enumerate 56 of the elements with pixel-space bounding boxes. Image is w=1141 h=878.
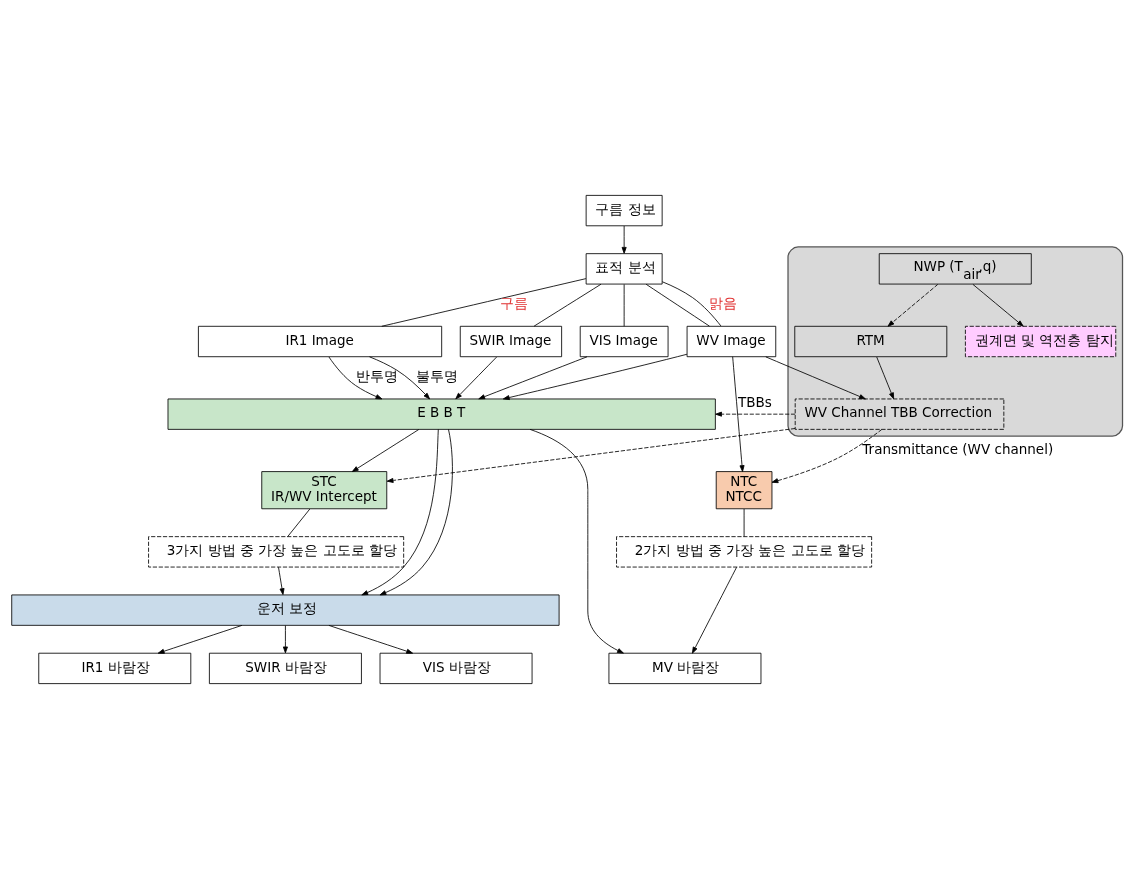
arrow (278, 566, 285, 595)
arrow (386, 427, 796, 483)
arrow (502, 353, 688, 400)
connector (287, 508, 311, 537)
node-box: IR1 바람장 (38, 652, 192, 684)
arrow (691, 566, 737, 654)
node-box: SWIR 바람장 (208, 652, 362, 684)
connector (645, 283, 710, 327)
arrow (157, 624, 243, 654)
node-box: VIS Image (579, 325, 669, 357)
arrow (771, 428, 883, 483)
edge-label: TBBs (737, 393, 772, 410)
node-box: 구름 정보 (585, 194, 663, 226)
edge-label: 반투명 (355, 367, 398, 384)
node-box: WV Channel TBB Correction (794, 398, 1005, 430)
arrow (876, 356, 895, 399)
node-box: 표적 분석 (585, 252, 663, 284)
node-box: STC IR/WV Intercept (261, 470, 388, 509)
arrow (621, 225, 627, 254)
node-box: E B B T (167, 398, 716, 430)
connector (381, 277, 587, 327)
node-box: RTM (794, 325, 948, 357)
arrow (351, 428, 420, 472)
connector (623, 283, 625, 327)
arrow (328, 624, 414, 654)
arrow (361, 428, 439, 595)
cluster (787, 245, 1124, 437)
connector (743, 508, 745, 537)
node-box: 3가지 방법 중 가장 높은 고도로 할당 (148, 535, 405, 567)
node-box: 2가지 방법 중 가장 높은 고도로 할당 (616, 535, 873, 567)
node-box: MV 바람장 (608, 652, 762, 684)
node-box: 권계면 및 역전층 탐지 (965, 325, 1117, 357)
edge-label: Transmittance (WV channel) (862, 440, 1054, 457)
arrow (765, 355, 866, 399)
edge-label: 구름 (499, 294, 528, 311)
arrow (732, 355, 745, 472)
node-box: WV Image (686, 325, 777, 357)
arrow (379, 428, 453, 595)
node-box: 운저 보정 (11, 594, 560, 626)
node-box: SWIR Image (459, 325, 563, 357)
connector (533, 283, 602, 327)
node-box: VIS 바람장 (379, 652, 533, 684)
arrow (328, 356, 383, 399)
node-box: IR1 Image (198, 325, 443, 357)
arrow (887, 283, 939, 327)
arrow (369, 355, 431, 399)
arrow (715, 411, 796, 417)
arrow (529, 428, 624, 654)
node-box: NTC NTCC (715, 470, 773, 509)
arrow (478, 355, 588, 399)
arrow (282, 624, 288, 653)
edge-label: 불투명 (416, 367, 459, 384)
edge-label: 맑음 (709, 294, 738, 311)
connector (661, 280, 722, 326)
arrow (972, 283, 1024, 327)
arrow (455, 356, 498, 399)
